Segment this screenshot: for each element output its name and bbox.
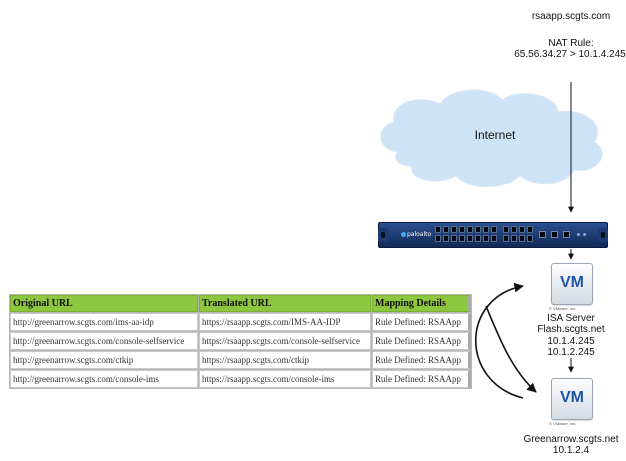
cell-mapping-details: Rule Defined: RSAApp xyxy=(372,332,471,350)
isa-vm-icon: VM xyxy=(551,263,593,305)
status-led xyxy=(583,233,586,236)
isa-ip-2: 10.1.2.245 xyxy=(547,347,595,358)
isa-hostname: Flash.scgts.net xyxy=(537,324,605,335)
header-mapping-details: Mapping Details xyxy=(372,295,471,312)
mgmt-port-3 xyxy=(563,231,570,238)
paloalto-logo-icon xyxy=(401,232,406,237)
nat-rule-text: 65.56.34.27 > 10.1.4.245 xyxy=(514,49,626,60)
isa-role: ISA Server xyxy=(547,313,595,324)
cell-original-url: http://greenarrow.scgts.com/console-ims xyxy=(10,370,198,388)
greenarrow-hostname: Greenarrow.scgts.net xyxy=(523,434,619,445)
cell-mapping-details: Rule Defined: RSAApp xyxy=(372,370,471,388)
cell-translated-url: https://rsaapp.scgts.com/console-selfser… xyxy=(199,332,371,350)
header-translated-url: Translated URL xyxy=(199,295,371,312)
table-row: http://greenarrow.scgts.com/ims-aa-idp h… xyxy=(10,313,471,331)
cell-original-url: http://greenarrow.scgts.com/console-self… xyxy=(10,332,198,350)
table-row: http://greenarrow.scgts.com/console-ims … xyxy=(10,370,471,388)
nat-rule-title: NAT Rule: xyxy=(548,38,594,49)
port-grid-main xyxy=(435,226,497,242)
greenarrow-ip: 10.1.2.4 xyxy=(552,445,590,456)
cell-original-url: http://greenarrow.scgts.com/ctkip xyxy=(10,351,198,369)
table-header-row: Original URL Translated URL Mapping Deta… xyxy=(10,295,471,312)
rack-ear-right xyxy=(598,228,608,242)
curved-arrow-outer xyxy=(475,282,524,399)
cell-mapping-details: Rule Defined: RSAApp xyxy=(372,313,471,331)
port-grid-aux xyxy=(503,226,533,242)
greenarrow-vm-vendor: © VMware, Inc. xyxy=(549,421,577,426)
cell-translated-url: https://rsaapp.scgts.com/console-ims xyxy=(199,370,371,388)
curved-arrow-inner xyxy=(485,305,537,393)
cell-mapping-details: Rule Defined: RSAApp xyxy=(372,351,471,369)
url-mapping-table: Original URL Translated URL Mapping Deta… xyxy=(9,294,472,389)
internet-cloud xyxy=(380,89,603,187)
greenarrow-vm-icon: VM xyxy=(551,378,593,420)
firewall-brand: paloalto xyxy=(401,231,431,238)
internet-label: Internet xyxy=(474,128,516,142)
cell-translated-url: https://rsaapp.scgts.com/IMS-AA-IDP xyxy=(199,313,371,331)
table-row: http://greenarrow.scgts.com/console-self… xyxy=(10,332,471,350)
mgmt-port-2 xyxy=(551,231,558,238)
cell-translated-url: https://rsaapp.scgts.com/ctkip xyxy=(199,351,371,369)
table-row: http://greenarrow.scgts.com/ctkip https:… xyxy=(10,351,471,369)
status-led xyxy=(577,233,580,236)
mgmt-port-1 xyxy=(539,231,546,238)
firewall-appliance: paloalto xyxy=(378,222,608,248)
cell-original-url: http://greenarrow.scgts.com/ims-aa-idp xyxy=(10,313,198,331)
isa-vm-vendor: © VMware, Inc. xyxy=(549,306,577,311)
public-hostname: rsaapp.scgts.com xyxy=(531,11,611,22)
rack-ear-left xyxy=(378,228,388,242)
header-original-url: Original URL xyxy=(10,295,198,312)
isa-ip-1: 10.1.4.245 xyxy=(547,336,595,347)
